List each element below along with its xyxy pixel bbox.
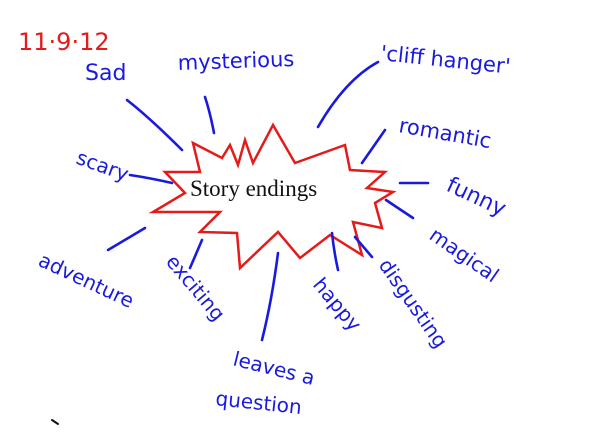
branch-label-adventure: adventure	[35, 248, 138, 313]
connector-sad	[125, 98, 184, 152]
branch-label-mysterious: mysterious	[177, 47, 294, 75]
connector-adventure	[106, 226, 147, 252]
branch-label-funny: funny	[442, 173, 509, 222]
branch-label-exciting: exciting	[161, 250, 230, 326]
date-label: 11·9·12	[18, 28, 110, 56]
branch-label-romantic: romantic	[397, 113, 493, 153]
branch-label-scary: scary	[73, 145, 132, 186]
branch-label-cliff-hanger: 'cliff hanger'	[379, 41, 511, 78]
connector-scary	[128, 173, 174, 185]
connector-mysterious	[203, 95, 216, 135]
connector-exciting	[188, 238, 204, 270]
branch-label-sad: Sad	[85, 61, 126, 86]
connector-lines	[106, 60, 430, 342]
branch-label-disgusting: disgusting	[374, 254, 453, 352]
connector-disgusting	[353, 235, 374, 259]
branch-label-magical: magical	[425, 222, 503, 287]
connector-leaves-question	[260, 251, 280, 342]
connector-magical	[384, 198, 415, 220]
branch-label-happy: happy	[308, 273, 366, 336]
connector-cliff-hanger	[316, 60, 380, 129]
branch-label-leaves-a: leaves a	[231, 347, 318, 390]
branch-label-question: question	[214, 386, 302, 419]
stray-mark	[51, 419, 59, 425]
connector-romantic	[360, 128, 387, 165]
center-title: Story endings	[190, 176, 318, 201]
connector-happy	[330, 231, 340, 272]
